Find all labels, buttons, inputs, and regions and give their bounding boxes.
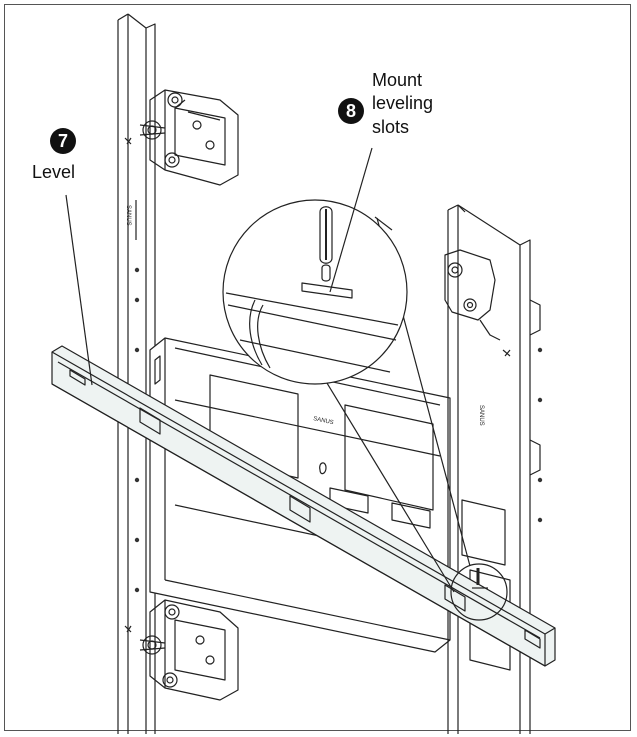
upper-left-hook-bracket	[124, 89, 239, 186]
svg-text:SANUS: SANUS	[478, 405, 484, 426]
slots-leader-line	[329, 147, 373, 293]
lower-left-hook-bracket	[124, 599, 239, 701]
level-tool	[51, 345, 556, 667]
detail-zoom-circle-small	[450, 563, 508, 621]
svg-text:SANUS: SANUS	[313, 416, 334, 426]
callout-7-label: Level	[32, 162, 76, 182]
level-leader-line	[65, 194, 93, 386]
svg-text:SANUS: SANUS	[125, 205, 131, 226]
callout-8-badge: 8	[338, 98, 364, 124]
callout-8-label-line2: leveling	[372, 93, 434, 113]
right-vertical-rail: SANUS	[447, 204, 543, 734]
callout-8-label-line3: slots	[372, 117, 410, 137]
callout-7-badge: 7	[50, 128, 76, 154]
callout-8-label-line1: Mount	[372, 70, 423, 90]
detail-zoom-circle-large	[222, 199, 471, 593]
upper-right-hook-bracket	[444, 249, 501, 341]
